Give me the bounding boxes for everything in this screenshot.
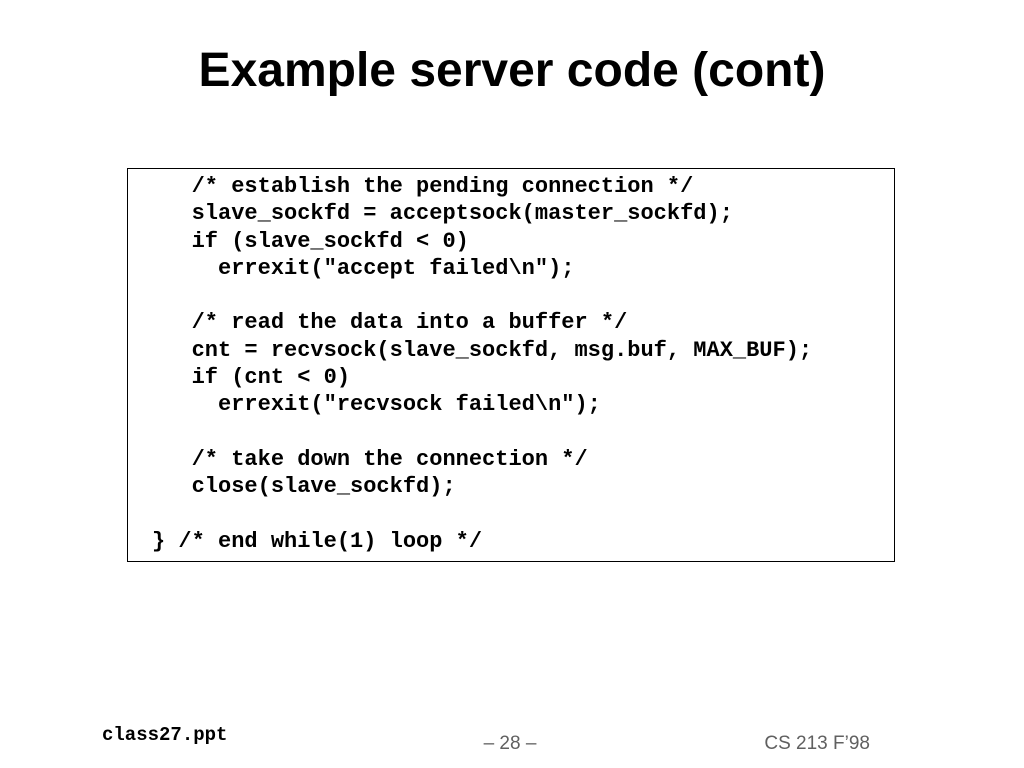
code-listing: /* establish the pending connection */ s… xyxy=(152,173,812,555)
code-line: if (cnt < 0) xyxy=(152,365,351,391)
code-line: cnt = recvsock(slave_sockfd, msg.buf, MA… xyxy=(152,337,813,363)
code-line: close(slave_sockfd); xyxy=(152,474,456,500)
footer-course-label: CS 213 F’98 xyxy=(764,733,870,754)
slide-title: Example server code (cont) xyxy=(198,44,826,97)
code-line: errexit("recvsock failed\n"); xyxy=(152,392,601,418)
code-line: } /* end while(1) loop */ xyxy=(152,528,483,554)
code-line: if (slave_sockfd < 0) xyxy=(152,228,469,254)
code-line-blank xyxy=(152,501,812,528)
code-line-blank xyxy=(152,282,812,309)
code-line: /* read the data into a buffer */ xyxy=(152,310,628,336)
footer-filename: class27.ppt xyxy=(102,724,228,746)
footer-page-number: – 28 – xyxy=(483,733,537,754)
code-line: slave_sockfd = acceptsock(master_sockfd)… xyxy=(152,201,733,227)
code-listing-box: /* establish the pending connection */ s… xyxy=(127,168,895,562)
code-line: /* take down the connection */ xyxy=(152,446,588,472)
code-line-blank xyxy=(152,419,812,446)
code-line: /* establish the pending connection */ xyxy=(152,174,694,199)
code-line: errexit("accept failed\n"); xyxy=(152,255,575,281)
